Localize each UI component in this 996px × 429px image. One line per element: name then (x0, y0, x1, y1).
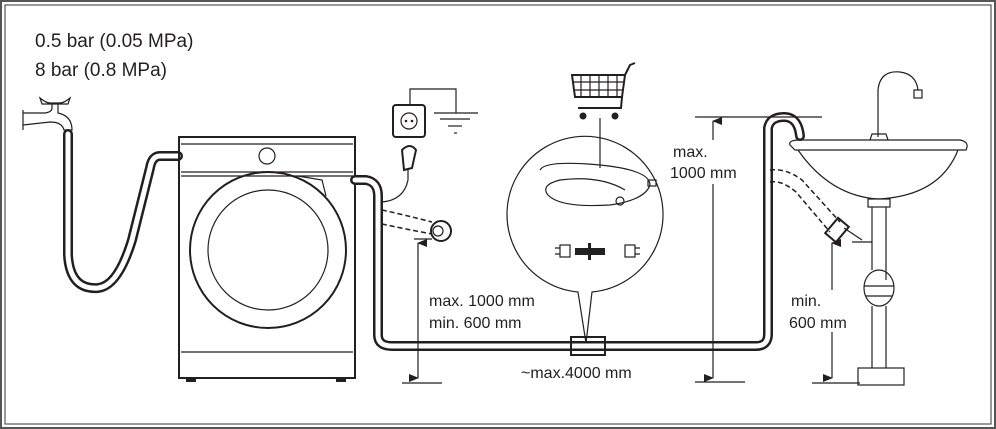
door-glass (207, 189, 329, 311)
program-knob-icon (258, 147, 276, 165)
ground-symbol-icon (434, 112, 478, 134)
power-socket-icon (392, 88, 457, 138)
outlet-max-label: max. 1000 mm (429, 293, 535, 310)
sink (789, 71, 968, 386)
sink-connector (823, 216, 851, 244)
shopping-cart-icon (570, 62, 636, 120)
sink-height-line2: 600 mm (789, 315, 847, 332)
outlet-min-label: min. 600 mm (429, 315, 521, 332)
water-tap-icon (22, 96, 73, 131)
door-outer (189, 171, 347, 329)
hose-length-label: ~max.4000 mm (521, 365, 632, 382)
power-plug-icon (381, 145, 418, 203)
inlet-hose (63, 129, 183, 294)
alt-drain-hose-dashed (381, 209, 433, 235)
wall-drain-outlet-icon (430, 220, 452, 242)
inner-border (4, 4, 992, 425)
washing-machine (178, 136, 356, 382)
hose-height-line1: max. (673, 144, 708, 161)
extension-kit-callout (506, 118, 664, 344)
pressure-min-label: 0.5 bar (0.05 MPa) (35, 31, 193, 52)
hose-connector-piece (570, 336, 606, 356)
hose-connectors-icon (555, 243, 640, 260)
hose-height-line2: 1000 mm (670, 165, 737, 182)
pressure-max-label: 8 bar (0.8 MPa) (35, 60, 167, 81)
sink-height-line1: min. (791, 293, 821, 310)
alt-sink-hose-dashed (769, 168, 841, 233)
